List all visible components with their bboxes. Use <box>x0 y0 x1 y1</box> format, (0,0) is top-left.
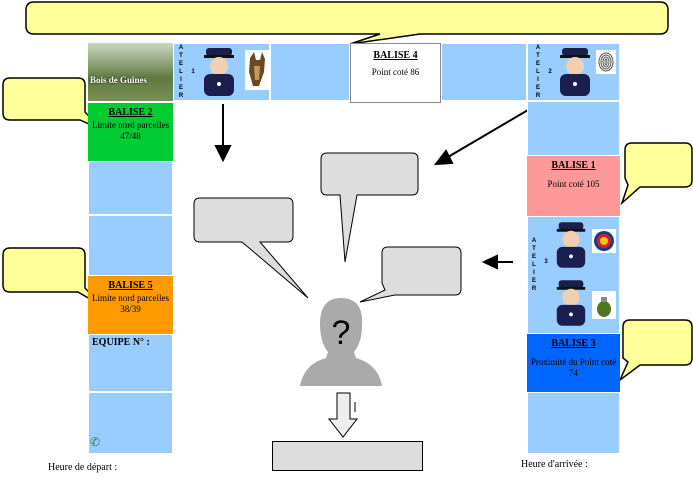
phone-icon: ✆ <box>90 435 101 449</box>
atelier-3-number: 3 <box>544 259 548 265</box>
gray-bubble-left <box>193 197 309 299</box>
left-cell-3 <box>88 161 173 215</box>
answer-box <box>272 441 423 471</box>
left-speech-bubble-1 <box>2 77 103 131</box>
top-speech-bubble <box>25 1 669 45</box>
balise-5: BALISE 5 Limite nord parcelles 38/39 <box>88 276 173 334</box>
right-speech-bubble-1 <box>620 142 693 206</box>
arrow-to-center-bubble <box>433 109 529 166</box>
gray-bubble-right <box>359 246 462 303</box>
target-icon <box>592 229 616 253</box>
left-cell-4 <box>88 215 173 276</box>
depart-label: Heure de départ : <box>48 462 118 473</box>
balise-3: BALISE 3 Proximité du Point coté 74 <box>527 334 620 392</box>
arrow-left-atelier3 <box>481 254 513 270</box>
photo-bois-de-guines <box>88 43 173 101</box>
equipe-label: EQUIPE N° : <box>92 337 150 348</box>
balise-2: BALISE 2 Limite nord parcelles 47/48 <box>88 103 173 161</box>
right-speech-bubble-2 <box>618 319 693 383</box>
grenade-icon <box>592 291 616 319</box>
balise-1: BALISE 1 Point coté 105 <box>527 156 620 216</box>
left-speech-bubble-2 <box>2 247 103 307</box>
police-officer-icon <box>556 222 586 268</box>
balise-4: BALISE 4 Point coté 86 <box>350 43 441 103</box>
fingerprint-icon <box>596 50 616 74</box>
left-cell-7 <box>88 392 173 454</box>
dog-icon <box>245 50 269 90</box>
right-cell-2 <box>527 101 620 156</box>
hollow-down-arrow <box>327 392 359 438</box>
gray-bubble-top <box>320 152 419 263</box>
equipe-cell <box>88 334 173 392</box>
police-officer-icon <box>204 48 234 96</box>
photo-label: Bois de Guînes <box>90 75 148 85</box>
arrivee-label: Heure d'arrivée : <box>521 459 588 470</box>
top-cell-5 <box>441 43 527 101</box>
arrow-down-center <box>214 104 232 163</box>
atelier-2-number: 2 <box>548 69 552 75</box>
top-cell-3 <box>270 43 350 101</box>
unknown-person-icon: ? <box>300 298 382 386</box>
right-cell-6 <box>527 392 620 454</box>
svg-text:?: ? <box>332 314 351 352</box>
police-officer-icon <box>560 48 590 96</box>
police-officer-icon <box>556 280 586 326</box>
atelier-1-number: 1 <box>191 69 195 75</box>
